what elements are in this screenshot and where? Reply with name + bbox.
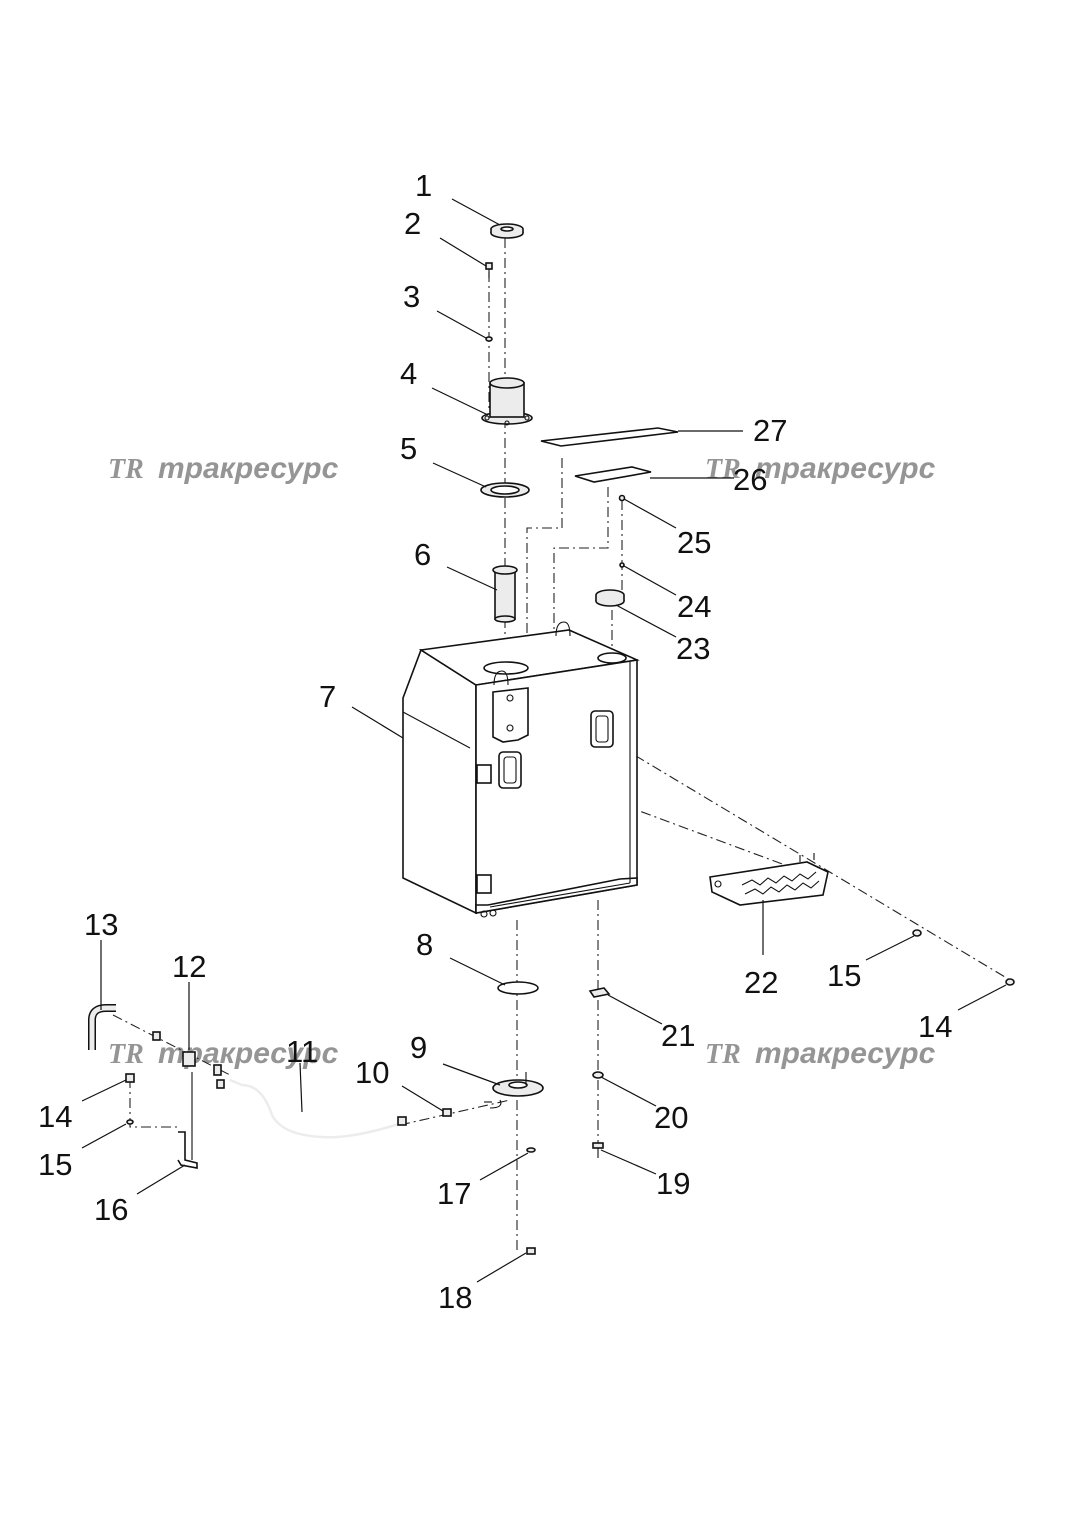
callout-1: 1 bbox=[415, 168, 432, 203]
watermark-logo: TR bbox=[108, 1039, 144, 1070]
callout-14-left: 14 bbox=[38, 1099, 72, 1134]
callout-21: 21 bbox=[661, 1018, 695, 1053]
watermark-1: TR тракресурс bbox=[108, 452, 339, 485]
callout-13: 13 bbox=[84, 907, 118, 942]
callout-7: 7 bbox=[319, 679, 336, 714]
part-3-washer bbox=[485, 336, 493, 342]
watermark-4: TR тракресурс bbox=[705, 1037, 936, 1070]
callout-25: 25 bbox=[677, 525, 711, 560]
callout-8: 8 bbox=[416, 927, 433, 962]
part-24-rivet bbox=[619, 562, 625, 568]
callout-18: 18 bbox=[438, 1280, 472, 1315]
part-16-bracket bbox=[177, 1072, 198, 1169]
callout-4: 4 bbox=[400, 356, 417, 391]
part-7-fuel-tank bbox=[402, 621, 640, 918]
callout-6: 6 bbox=[414, 537, 431, 572]
callout-22: 22 bbox=[744, 965, 778, 1000]
watermark-logo: TR bbox=[108, 454, 144, 485]
callout-16: 16 bbox=[94, 1192, 128, 1227]
part-19-bolt bbox=[592, 1142, 604, 1158]
part-11-hose bbox=[229, 1078, 407, 1139]
part-15-washer-left bbox=[126, 1119, 134, 1125]
watermark-text: тракресурс bbox=[755, 452, 936, 485]
callout-26: 26 bbox=[733, 462, 767, 497]
part-10-clamp bbox=[442, 1108, 452, 1117]
callout-20: 20 bbox=[654, 1100, 688, 1135]
part-4-filler-neck bbox=[481, 377, 533, 426]
callout-14-right: 14 bbox=[918, 1009, 952, 1044]
callout-5: 5 bbox=[400, 431, 417, 466]
watermark-logo: TR bbox=[705, 454, 741, 485]
part-6-strainer bbox=[492, 565, 518, 623]
part-18-bolt bbox=[526, 1247, 536, 1255]
part-27-label-plate bbox=[540, 427, 679, 447]
watermark-logo: TR bbox=[705, 1039, 741, 1070]
callout-15-left: 15 bbox=[38, 1147, 72, 1182]
part-2-screw bbox=[485, 262, 493, 278]
callout-10: 10 bbox=[355, 1055, 389, 1090]
callout-15-right: 15 bbox=[827, 958, 861, 993]
part-15-nut-right bbox=[912, 929, 922, 937]
callout-2: 2 bbox=[404, 206, 421, 241]
callout-labels: 1 2 3 4 5 6 7 8 9 10 11 12 13 14 15 16 1… bbox=[38, 168, 952, 1315]
part-17-washer bbox=[526, 1147, 536, 1153]
watermark-text: тракресурс bbox=[755, 1037, 936, 1070]
leader-lines bbox=[81, 198, 1007, 1283]
part-5-gasket bbox=[480, 482, 530, 498]
callout-23: 23 bbox=[676, 631, 710, 666]
callout-19: 19 bbox=[656, 1166, 690, 1201]
part-8-o-ring bbox=[497, 981, 539, 995]
part-1-filler-cap bbox=[490, 223, 524, 239]
part-14-bolt-left bbox=[125, 1073, 135, 1083]
callout-11: 11 bbox=[286, 1034, 318, 1069]
part-25-rivet bbox=[618, 494, 626, 502]
watermark-2: TR тракресурс bbox=[705, 452, 936, 485]
callout-3: 3 bbox=[403, 279, 420, 314]
part-26-label-plate bbox=[574, 466, 652, 483]
part-9-sender-unit bbox=[484, 1072, 544, 1109]
part-21-plate bbox=[588, 987, 611, 998]
part-23-cap bbox=[595, 589, 625, 607]
callout-9: 9 bbox=[410, 1030, 427, 1065]
watermark-text: тракресурс bbox=[158, 452, 339, 485]
part-20-washer bbox=[592, 1071, 604, 1079]
part-14-bolt-right bbox=[1005, 978, 1015, 986]
part-22-step bbox=[709, 853, 829, 906]
part-12-fitting bbox=[152, 1031, 225, 1089]
part-13-pipe bbox=[88, 1004, 116, 1050]
callout-27: 27 bbox=[753, 413, 787, 448]
callout-12: 12 bbox=[172, 949, 206, 984]
callout-24: 24 bbox=[677, 589, 711, 624]
callout-17: 17 bbox=[437, 1176, 471, 1211]
